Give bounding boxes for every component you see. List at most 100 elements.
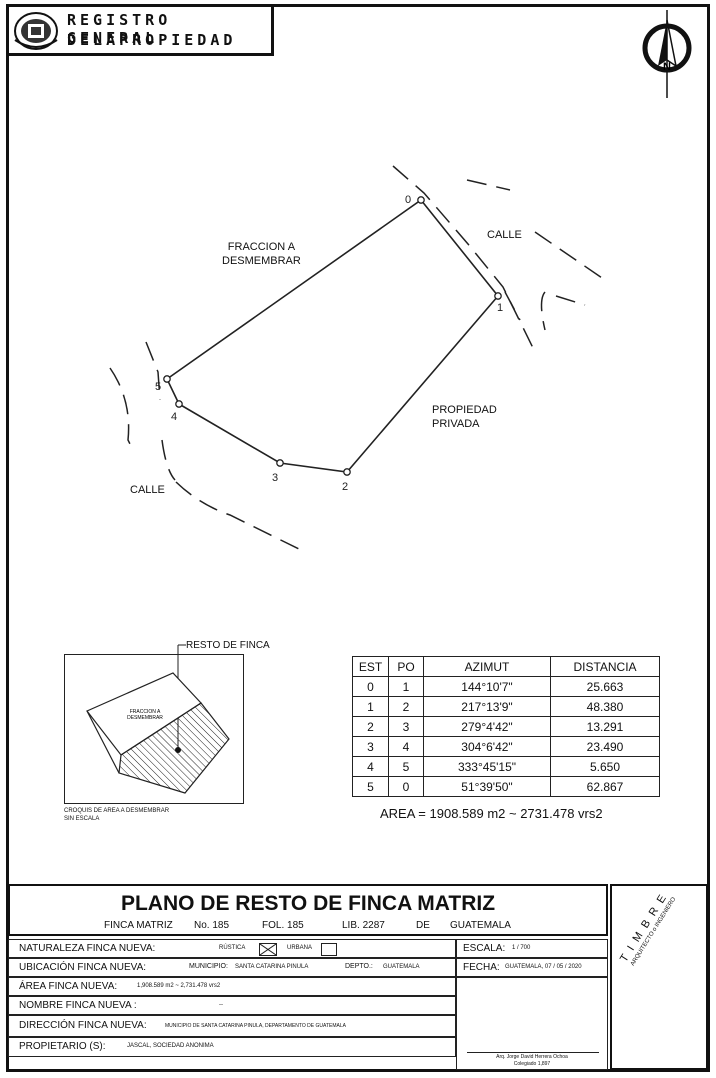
depto-label: DEPTO.: bbox=[345, 963, 373, 970]
direccion-value: MUNICIPIO DE SANTA CATARINA PINULA, DEPA… bbox=[165, 1023, 346, 1029]
vertex-label-3: 3 bbox=[272, 472, 278, 484]
label-fraccion: FRACCION A DESMEMBRAR bbox=[222, 241, 301, 267]
area-label: ÁREA FINCA NUEVA: bbox=[19, 981, 118, 992]
nombre-label: NOMBRE FINCA NUEVA : bbox=[19, 1000, 137, 1011]
cell-azimut: 279°4'42" bbox=[423, 716, 551, 737]
fecha-label: FECHA: bbox=[463, 962, 500, 973]
plan-title: PLANO DE RESTO DE FINCA MATRIZ bbox=[120, 892, 496, 915]
depto-value: GUATEMALA bbox=[383, 964, 420, 970]
street-line bbox=[540, 291, 546, 331]
street-line bbox=[175, 481, 306, 553]
cell-po: 4 bbox=[388, 736, 424, 757]
signer-name: Arq. Jorge David Herrera Ochoa bbox=[496, 1054, 568, 1060]
sketch-caption: CROQUIS DE AREA A DESMEMBRAR SIN ESCALA bbox=[64, 808, 170, 822]
rustica-checkbox bbox=[259, 943, 277, 956]
street-line bbox=[534, 231, 606, 281]
cell-distancia: 5.650 bbox=[550, 756, 660, 777]
propietario-label: PROPIETARIO (S): bbox=[19, 1041, 106, 1052]
signature-line bbox=[467, 1052, 599, 1053]
table-row: 4 5 333°45'15" 5.650 bbox=[352, 756, 660, 777]
vertex-label-1: 1 bbox=[497, 302, 503, 314]
table-row: 3 4 304°6'42" 23.490 bbox=[352, 736, 660, 757]
de-label: DE bbox=[416, 920, 430, 931]
site-plan: 0 1 2 3 4 5 bbox=[109, 165, 606, 553]
col-distancia: DISTANCIA bbox=[550, 656, 660, 677]
municipio-value: SANTA CATARINA PINULA bbox=[235, 964, 309, 970]
naturaleza-label: NATURALEZA FINCA NUEVA: bbox=[19, 943, 156, 954]
vertex-marker bbox=[163, 375, 171, 383]
resto-de-finca-label: RESTO DE FINCA bbox=[186, 640, 270, 651]
registry-logo-box: REGISTRO GENERAL DELAPROPIEDAD bbox=[6, 4, 274, 56]
propietario-row: PROPIETARIO (S): JASCAL, SOCIEDAD ANONIM… bbox=[8, 1037, 456, 1057]
ubicacion-label: UBICACIÓN FINCA NUEVA: bbox=[19, 962, 147, 973]
vertex-label-5: 5 bbox=[155, 381, 161, 393]
finca-matriz-label: FINCA MATRIZ bbox=[104, 920, 173, 931]
department: GUATEMALA bbox=[450, 920, 511, 931]
north-letter: N bbox=[663, 61, 671, 73]
vertex-marker bbox=[417, 196, 425, 204]
label-calle-top: CALLE bbox=[487, 229, 522, 241]
street-line bbox=[504, 291, 521, 321]
sketch-fraccion-label: FRACCION A bbox=[130, 709, 161, 715]
street-line bbox=[392, 165, 536, 353]
urbana-label: URBANA bbox=[287, 945, 313, 951]
municipio-label: MUNICIPIO: bbox=[189, 963, 228, 970]
cell-po: 1 bbox=[388, 676, 424, 697]
escala-value: 1 / 700 bbox=[512, 945, 531, 951]
direccion-row: DIRECCIÓN FINCA NUEVA: MUNICIPIO DE SANT… bbox=[8, 1015, 456, 1037]
label-propiedad-privada: PROPIEDAD PRIVADA bbox=[432, 404, 497, 430]
cell-po: 0 bbox=[388, 776, 424, 797]
cell-distancia: 25.663 bbox=[550, 676, 660, 697]
escala-label: ESCALA: bbox=[463, 943, 506, 954]
street-line bbox=[466, 179, 511, 191]
street-line bbox=[145, 341, 161, 401]
label-calle-left: CALLE bbox=[130, 484, 165, 496]
cell-est: 1 bbox=[352, 696, 389, 717]
propietario-value: JASCAL, SOCIEDAD ANONIMA bbox=[127, 1043, 214, 1049]
timbre-label: T I M B R E bbox=[618, 891, 670, 965]
escala-box: ESCALA: 1 / 700 bbox=[456, 939, 608, 958]
naturaleza-row: NATURALEZA FINCA NUEVA: RÚSTICA URBANA bbox=[8, 939, 456, 958]
cell-azimut: 333°45'15" bbox=[423, 756, 551, 777]
folio: FOL. 185 bbox=[262, 920, 304, 931]
cell-est: 3 bbox=[352, 736, 389, 757]
cell-po: 5 bbox=[388, 756, 424, 777]
table-row: 0 1 144°10'7" 25.663 bbox=[352, 676, 660, 697]
vertex-marker bbox=[494, 292, 502, 300]
cell-azimut: 217°13'9" bbox=[423, 696, 551, 717]
sketch-drawing: FRACCION A DESMEMBRAR bbox=[86, 672, 230, 794]
sketch-fraccion-label-2: DESMEMBRAR bbox=[127, 715, 163, 721]
direccion-label: DIRECCIÓN FINCA NUEVA: bbox=[19, 1020, 147, 1031]
table-row: 1 2 217°13'9" 48.380 bbox=[352, 696, 660, 717]
title-block: PLANO DE RESTO DE FINCA MATRIZ FINCA MAT… bbox=[8, 884, 608, 1070]
vertex-marker bbox=[276, 459, 284, 467]
street-line bbox=[109, 367, 135, 453]
area-value: 1,908.589 m2 ~ 2,731.478 vrs2 bbox=[137, 983, 221, 989]
urbana-checkbox bbox=[321, 943, 337, 956]
registry-name-line1: REGISTRO GENERAL bbox=[67, 11, 172, 47]
area-total: AREA = 1908.589 m2 ~ 2731.478 vrs2 bbox=[380, 806, 603, 821]
signature-box: Arq. Jorge David Herrera Ochoa Colegiado… bbox=[456, 977, 608, 1070]
cell-distancia: 23.490 bbox=[550, 736, 660, 757]
nombre-value: -- bbox=[219, 1002, 223, 1008]
signer-id: Colegiado 1,897 bbox=[513, 1061, 551, 1067]
vertex-label-2: 2 bbox=[342, 481, 348, 493]
table-header-row: EST PO AZIMUT DISTANCIA bbox=[352, 656, 660, 677]
finca-number: No. 185 bbox=[194, 920, 230, 931]
cell-azimut: 51°39'50" bbox=[423, 776, 551, 797]
table-row: 2 3 279°4'42" 13.291 bbox=[352, 716, 660, 737]
col-azimut: AZIMUT bbox=[423, 656, 551, 677]
survey-table: EST PO AZIMUT DISTANCIA 0 1 144°10'7" 25… bbox=[352, 656, 660, 797]
location-sketch: FRACCION A DESMEMBRAR bbox=[64, 654, 244, 804]
cell-azimut: 304°6'42" bbox=[423, 736, 551, 757]
vertex-marker bbox=[343, 468, 351, 476]
col-est: EST bbox=[352, 656, 389, 677]
cell-est: 5 bbox=[352, 776, 389, 797]
vertex-label-0: 0 bbox=[405, 194, 411, 206]
vertex-marker bbox=[175, 400, 183, 408]
vertex-label-4: 4 bbox=[171, 411, 177, 423]
table-row: 5 0 51°39'50" 62.867 bbox=[352, 776, 660, 797]
timbre-box: T I M B R E ARQUITECTO o INGENIERO bbox=[610, 884, 708, 1070]
north-arrow-icon: N bbox=[642, 10, 692, 98]
street-line bbox=[555, 295, 586, 306]
